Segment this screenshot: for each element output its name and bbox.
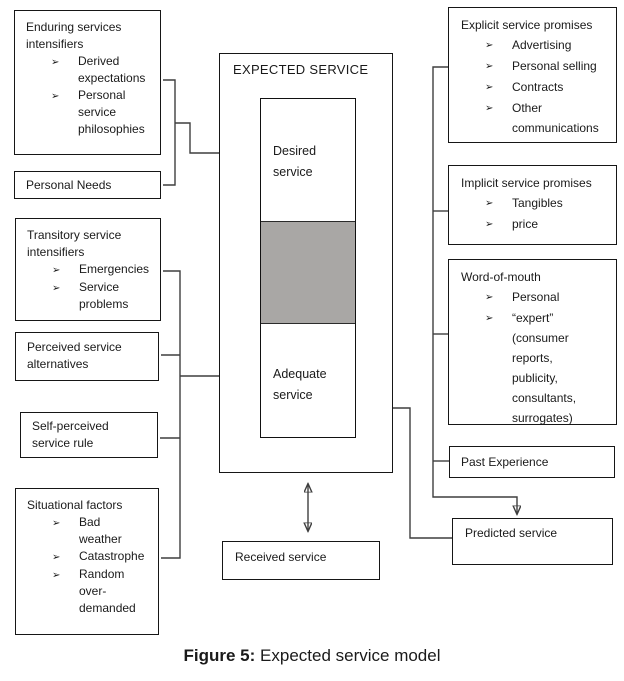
transitory-service-intensifiers-box: Transitory service intensifiers ➢ Emerge… — [15, 218, 161, 321]
list-item: ➢ Other communications — [449, 98, 616, 138]
arrow-bullet-icon: ➢ — [485, 292, 494, 303]
box-title: Perceived service alternatives — [27, 340, 122, 371]
bullet-text: Contracts — [512, 80, 564, 94]
box-title: Personal Needs — [26, 177, 112, 192]
past-experience-box: Past Experience — [449, 446, 615, 478]
bullet-text: Tangibles — [512, 196, 563, 210]
figure-caption: Figure 5: Expected service model — [0, 646, 624, 666]
list-item: ➢ Catastrophe — [16, 548, 158, 566]
adequate-service-label: Adequate service — [273, 367, 327, 402]
arrow-bullet-icon: ➢ — [485, 103, 494, 114]
service-range-box: Desired service Adequate service — [260, 98, 356, 438]
connector-left-factors — [161, 270, 181, 559]
arrow-bullet-icon: ➢ — [485, 219, 494, 230]
list-item: ➢ Personal — [449, 287, 616, 308]
expected-service-title: EXPECTED SERVICE — [233, 62, 369, 77]
box-title: Past Experience — [461, 455, 549, 469]
list-item: ➢ Service problems — [16, 279, 160, 313]
box-title: Self-perceived service rule — [32, 419, 109, 450]
arrow-bullet-icon: ➢ — [485, 40, 494, 51]
arrow-bullet-icon: ➢ — [52, 518, 61, 529]
list-item: ➢ “expert” (consumer reports, publicity,… — [449, 308, 616, 428]
bullet-text: Other communications — [512, 101, 599, 135]
enduring-services-intensifiers-box: Enduring services intensifiers ➢ Derived… — [14, 10, 161, 155]
box-title: Predicted service — [465, 526, 558, 540]
list-item: ➢ Random over- demanded — [16, 566, 158, 617]
list-item: ➢ Personal service philosophies — [15, 87, 160, 138]
self-perceived-service-rule-box: Self-perceived service rule — [20, 412, 158, 458]
arrow-bullet-icon: ➢ — [485, 198, 494, 209]
bullet-text: “expert” (consumer reports, publicity, c… — [512, 311, 577, 425]
arrow-bullet-icon: ➢ — [485, 313, 494, 324]
figure-caption-text: Expected service model — [255, 646, 441, 665]
list-item: ➢ Bad weather — [16, 514, 158, 548]
bullet-text: Catastrophe — [79, 549, 145, 563]
list-item: ➢ price — [449, 214, 616, 235]
box-title: Word-of-mouth — [461, 270, 541, 284]
bullet-text: price — [512, 217, 539, 231]
bullet-text: Random over- demanded — [79, 567, 136, 615]
arrow-bullet-icon: ➢ — [51, 91, 60, 102]
connector-enduring-personal-needs — [163, 79, 176, 186]
bullet-text: Personal — [512, 290, 560, 304]
arrow-bullet-icon: ➢ — [485, 82, 494, 93]
bullet-text: Service problems — [79, 280, 129, 311]
predicted-service-box: Predicted service — [452, 518, 613, 565]
box-title: Situational factors — [27, 498, 123, 512]
list-item: ➢ Advertising — [449, 35, 616, 56]
bullet-text: Personal service philosophies — [78, 88, 145, 136]
list-item: ➢ Derived expectations — [15, 53, 160, 87]
list-item: ➢ Personal selling — [449, 56, 616, 77]
arrow-bullet-icon: ➢ — [52, 283, 61, 294]
arrow-bullet-icon: ➢ — [52, 570, 61, 581]
word-of-mouth-box: Word-of-mouth ➢ Personal ➢ “expert” (con… — [448, 259, 617, 425]
arrow-bullet-icon: ➢ — [52, 552, 61, 563]
arrow-bullet-icon: ➢ — [51, 57, 60, 68]
bullet-text: Personal selling — [512, 59, 597, 73]
list-item: ➢ Emergencies — [16, 261, 160, 279]
bullet-text: Derived expectations — [78, 54, 146, 85]
list-item: ➢ Contracts — [449, 77, 616, 98]
perceived-service-alternatives-box: Perceived service alternatives — [15, 332, 159, 381]
arrow-bullet-icon: ➢ — [485, 61, 494, 72]
bullet-text: Advertising — [512, 38, 572, 52]
bullet-text: Emergencies — [79, 262, 150, 276]
bullet-text: Bad weather — [79, 515, 122, 546]
desired-service-label: Desired service — [273, 144, 317, 179]
box-title: Enduring services intensifiers — [26, 20, 122, 51]
implicit-service-promises-box: Implicit service promises ➢ Tangibles ➢ … — [448, 165, 617, 245]
personal-needs-box: Personal Needs — [14, 171, 161, 199]
arrow-bullet-icon: ➢ — [52, 265, 61, 276]
list-item: ➢ Tangibles — [449, 193, 616, 214]
explicit-service-promises-box: Explicit service promises ➢ Advertising … — [448, 7, 617, 143]
tolerance-zone — [261, 221, 355, 324]
box-title: Implicit service promises — [461, 176, 592, 190]
box-title: Explicit service promises — [461, 18, 593, 32]
figure-caption-number: Figure 5: — [183, 646, 256, 665]
received-service-box: Received service — [222, 541, 380, 580]
box-title: Received service — [235, 550, 327, 564]
situational-factors-box: Situational factors ➢ Bad weather ➢ Cata… — [15, 488, 159, 635]
box-title: Transitory service intensifiers — [27, 228, 122, 259]
